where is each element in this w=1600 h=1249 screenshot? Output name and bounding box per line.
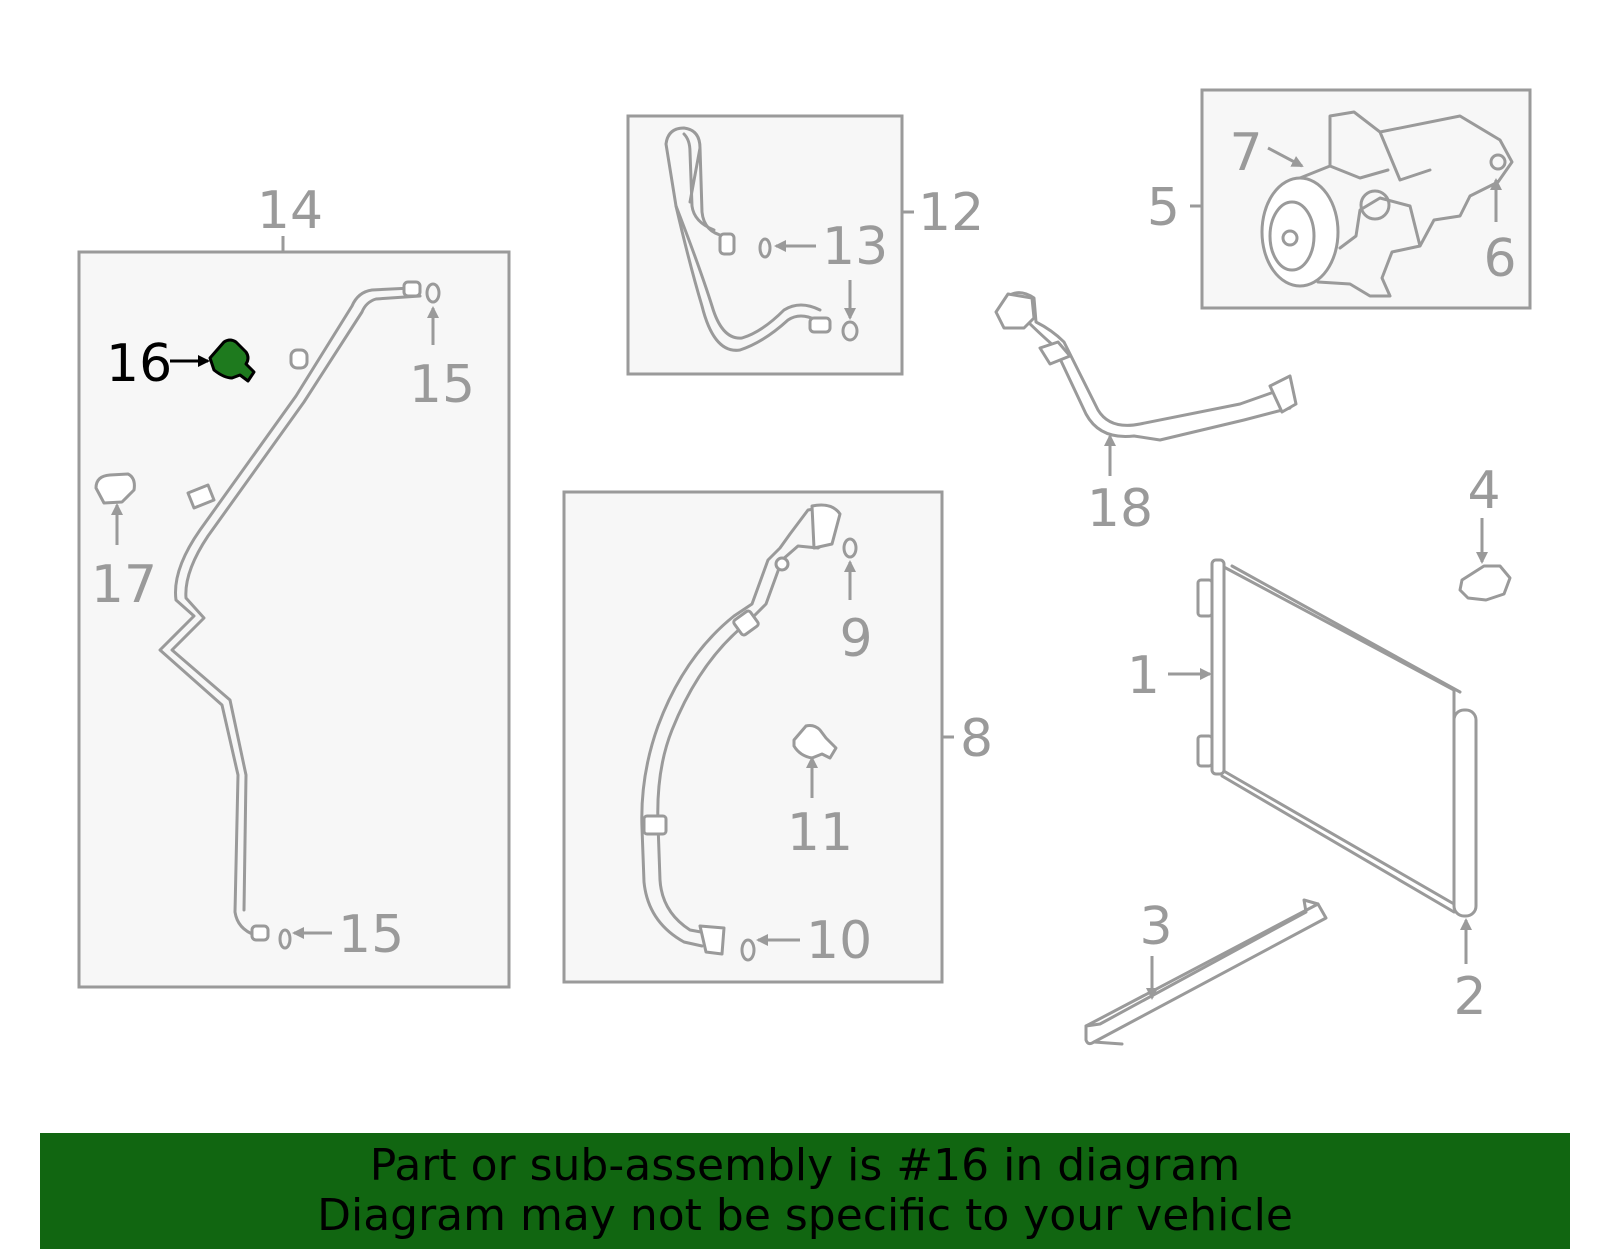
info-banner: Part or sub-assembly is #16 in diagram D…	[40, 1133, 1570, 1249]
hose-8-crimp-upper	[732, 609, 760, 637]
hose-flange-lower	[808, 316, 832, 334]
callout-15-top: 15	[409, 355, 475, 415]
assembly-8-group: 8 9 10 11	[562, 490, 993, 984]
assembly-14-box	[77, 250, 511, 989]
callout-15-bottom: 15	[338, 905, 404, 965]
o-ring-15-top	[425, 282, 441, 304]
callout-17: 17	[91, 555, 157, 615]
callout-5: 5	[1147, 178, 1180, 238]
pipe-clip	[289, 348, 309, 370]
assembly-8-box	[562, 490, 944, 984]
callout-2: 2	[1453, 967, 1486, 1027]
hose-flange-upper	[718, 232, 736, 256]
callout-11: 11	[787, 803, 853, 863]
callout-7: 7	[1229, 123, 1262, 183]
callout-18: 18	[1087, 479, 1153, 539]
o-ring-13-lower	[841, 320, 859, 342]
assembly-5-group: 5 7 6	[1147, 88, 1532, 310]
hose-8-fitting-upper	[810, 503, 842, 550]
callout-13: 13	[822, 217, 888, 277]
discharge-hose-fitting-right	[1268, 374, 1298, 414]
compressor-body	[1298, 110, 1514, 298]
support-bracket-3	[1084, 902, 1328, 1046]
o-ring-15-bottom	[278, 928, 292, 950]
condenser-receiver-drier	[1452, 708, 1478, 918]
callout-3: 3	[1139, 897, 1172, 957]
condenser-group: 1 2 4	[1127, 461, 1512, 1027]
discharge-hose-fitting-left	[994, 292, 1036, 330]
valve-cap-17	[94, 472, 136, 505]
compressor-clutch-center	[1281, 229, 1299, 247]
discharge-hose-bracket	[1038, 340, 1072, 366]
callout-6: 6	[1483, 229, 1516, 289]
part-3-group: 3	[1084, 897, 1328, 1046]
callout-8: 8	[960, 709, 993, 769]
valve-cap-11	[792, 724, 838, 760]
suction-hose-outer	[674, 132, 822, 340]
banner-line-1: Part or sub-assembly is #16 in diagram	[369, 1140, 1241, 1191]
assembly-14-group: 14 15 15 16 17	[77, 181, 511, 989]
condenser-core	[1220, 564, 1462, 914]
callout-12: 12	[918, 183, 984, 243]
o-ring-13-upper	[758, 237, 772, 259]
callout-4: 4	[1467, 461, 1500, 521]
liquid-line-pipe	[158, 286, 414, 939]
pressure-switch-16	[208, 338, 256, 383]
banner-line-2: Diagram may not be specific to your vehi…	[317, 1190, 1293, 1241]
leader-7	[1267, 146, 1304, 168]
compressor-clutch-pulley	[1260, 176, 1340, 288]
assembly-12-group: 12 13	[626, 114, 984, 376]
discharge-hose	[998, 291, 1292, 442]
callout-16: 16	[106, 334, 172, 394]
pipe-end-fitting-top	[402, 280, 422, 298]
compressor-clutch-hub	[1268, 200, 1316, 272]
part-18-group: 18	[994, 291, 1298, 539]
o-ring-9	[842, 537, 858, 559]
callout-1: 1	[1127, 646, 1160, 706]
hose-8-service-port	[774, 556, 790, 572]
callout-9: 9	[839, 609, 872, 669]
callout-10: 10	[806, 911, 872, 971]
condenser-bracket-top	[1196, 578, 1214, 618]
condenser-mount-4	[1458, 564, 1512, 602]
hose-8-crimp-lower	[642, 814, 668, 836]
liquid-line-pipe-outer	[170, 294, 422, 912]
o-ring-10	[740, 938, 756, 962]
support-bracket-3-flange	[1084, 898, 1320, 1046]
compressor-mount-hole	[1489, 153, 1507, 171]
compressor-port	[1359, 189, 1391, 221]
hose-8-fitting-lower	[698, 924, 726, 956]
pipe-bracket	[186, 483, 216, 510]
condenser-bracket-bottom	[1196, 734, 1214, 768]
pipe-end-fitting-bottom	[250, 924, 270, 942]
condenser-left-tank	[1210, 558, 1226, 776]
callout-14: 14	[257, 181, 323, 241]
